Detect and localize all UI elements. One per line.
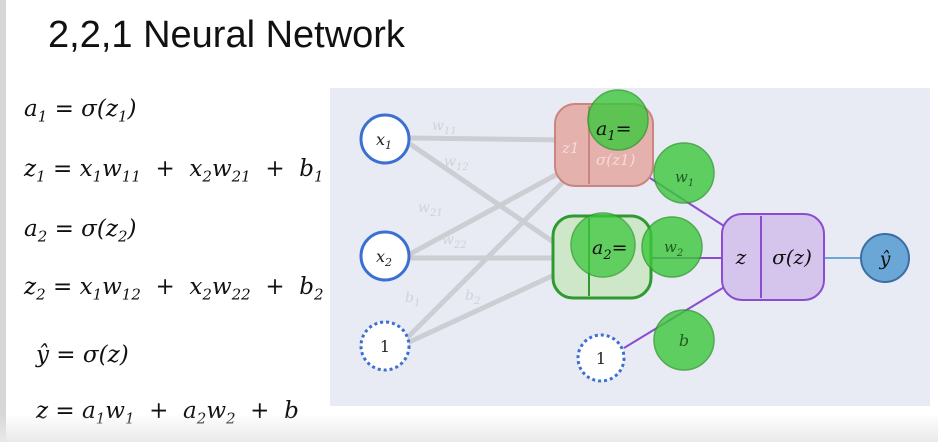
left-edge-rule xyxy=(0,0,6,442)
w2-weight-circle: w2 xyxy=(641,216,703,278)
connection-x1-h1 xyxy=(409,135,566,143)
svg-text:1: 1 xyxy=(380,337,390,356)
input-bias-node: 1 xyxy=(359,320,411,372)
output-bias-node: 1 xyxy=(576,333,626,383)
connection-b-h2 xyxy=(403,267,567,347)
a1-highlight-circle: a1= xyxy=(587,89,649,151)
equation-a1: a1 = σ(z1) xyxy=(24,96,137,126)
svg-text:b: b xyxy=(679,331,689,350)
faded-connections xyxy=(403,135,567,347)
a2-highlight-circle: a2= xyxy=(570,212,636,278)
svg-text:x1: x1 xyxy=(376,130,392,152)
svg-text:a2=: a2= xyxy=(592,237,628,263)
svg-text:1: 1 xyxy=(596,349,606,368)
svg-text:w1: w1 xyxy=(675,168,694,189)
svg-text:σ(z1): σ(z1) xyxy=(596,151,636,169)
equation-a2: a2 = σ(z2) xyxy=(24,216,137,246)
slide-title: 2,2,1 Neural Network xyxy=(48,14,405,56)
prediction-node: ŷ xyxy=(860,233,910,283)
svg-text:ŷ: ŷ xyxy=(879,248,891,270)
equation-z1: z1 = x1w11 + x2w21 + b1 xyxy=(24,156,324,186)
svg-text:σ(z): σ(z) xyxy=(772,245,812,269)
equation-yhat: ŷ = σ(z) xyxy=(36,342,129,368)
connection-x1-h2 xyxy=(408,141,567,253)
svg-text:w2: w2 xyxy=(664,238,683,259)
w1-weight-circle: w1 xyxy=(653,142,715,204)
output-node: z σ(z) xyxy=(721,213,825,301)
svg-text:a1=: a1= xyxy=(596,118,632,144)
b-weight-circle: b xyxy=(653,309,715,371)
bottom-fade xyxy=(0,414,938,442)
svg-text:z: z xyxy=(735,245,747,269)
input-node-x1: x1 xyxy=(359,113,411,165)
svg-text:z1: z1 xyxy=(561,139,579,157)
connection-x2-h1 xyxy=(408,167,567,257)
equation-z2: z2 = x1w12 + x2w22 + b2 xyxy=(24,274,324,304)
svg-text:x2: x2 xyxy=(376,247,392,269)
connection-b-h1 xyxy=(403,178,567,342)
input-node-x2: x2 xyxy=(359,230,411,282)
